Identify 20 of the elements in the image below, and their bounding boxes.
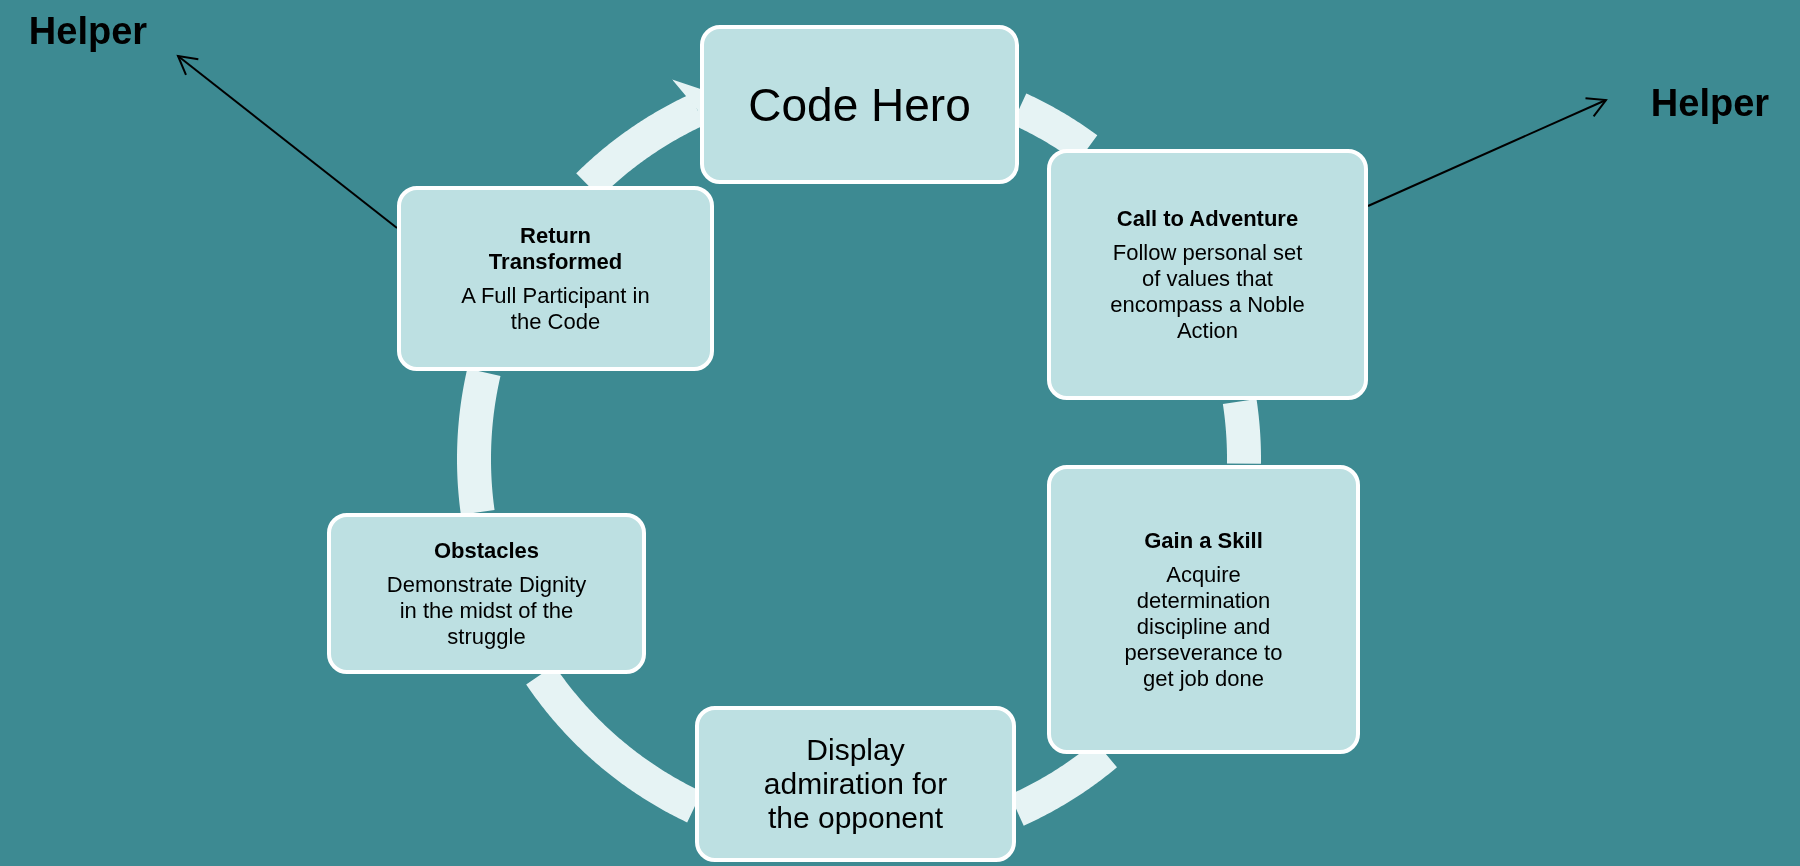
- stage-box: [327, 513, 646, 674]
- stage-text: A Full Participant in the Code: [460, 282, 651, 335]
- stage-box: [397, 186, 714, 371]
- stage-heading: Gain a Skill: [1144, 527, 1263, 554]
- helper-label: Helper: [1650, 81, 1770, 125]
- stage-box: [1047, 149, 1368, 400]
- helper-label: Helper: [28, 9, 148, 53]
- stage-text: Follow personal set of values that encompass a Noble Action: [1109, 239, 1306, 344]
- stage-text: Display admiration for the opponent: [762, 733, 949, 835]
- stage-text: Code Hero: [748, 77, 971, 132]
- stage-heading: Obstacles: [433, 537, 540, 564]
- arrow: [1367, 97, 1607, 207]
- arrow: [177, 55, 398, 229]
- stage-heading: Return Transformed: [487, 222, 624, 275]
- stage-text: Acquire determination discipline and perseverance to get job done: [1123, 561, 1284, 692]
- stage-box: [1047, 465, 1360, 754]
- stage-heading: Call to Adventure: [1116, 205, 1299, 232]
- stage-box: [695, 706, 1016, 862]
- stage-box: [700, 25, 1019, 184]
- stage-text: Demonstrate Dignity in the midst of the struggle: [385, 571, 588, 650]
